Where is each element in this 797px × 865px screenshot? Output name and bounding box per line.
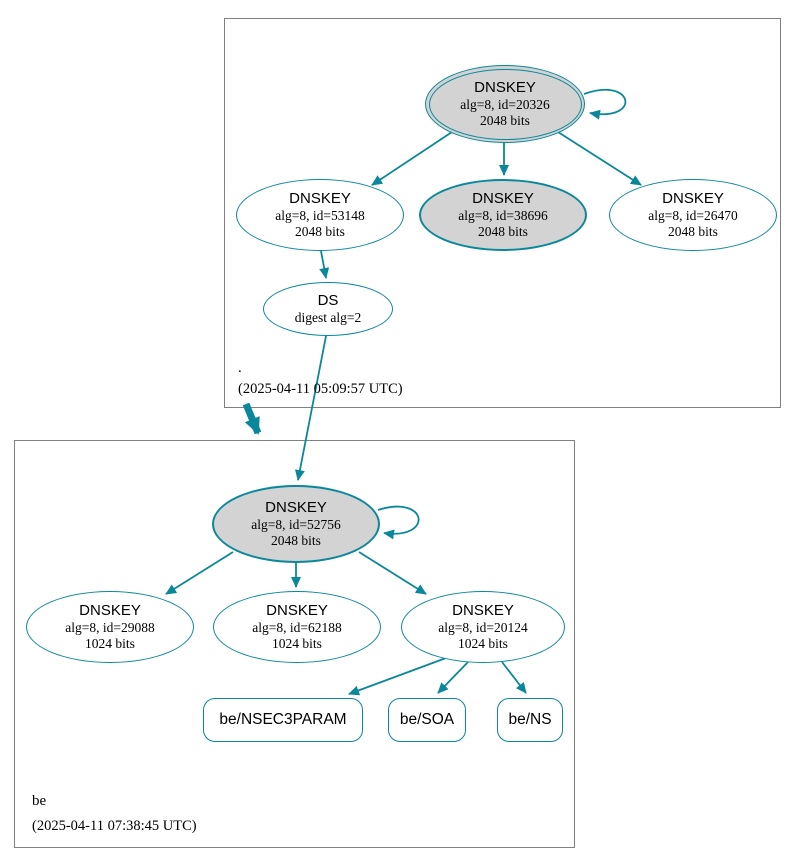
node-title: DNSKEY (662, 190, 724, 207)
node-title: DNSKEY (474, 79, 536, 96)
node-detail: alg=8, id=53148 (275, 208, 365, 223)
node-dnskey-52756: DNSKEY alg=8, id=52756 2048 bits (212, 485, 380, 563)
zone-name-root: . (238, 360, 242, 376)
zone-timestamp-be: (2025-04-11 07:38:45 UTC) (32, 818, 197, 834)
node-bits: 1024 bits (458, 636, 508, 651)
node-detail: alg=8, id=29088 (65, 620, 155, 635)
node-detail: alg=8, id=20326 (460, 97, 550, 112)
node-dnskey-53148: DNSKEY alg=8, id=53148 2048 bits (236, 179, 404, 251)
node-title: DNSKEY (266, 602, 328, 619)
node-detail: digest alg=2 (294, 310, 362, 325)
node-detail: alg=8, id=52756 (251, 517, 341, 532)
node-title: DNSKEY (472, 190, 534, 207)
zone-box-root (224, 18, 781, 408)
edge-delegation-root-to-be (242, 402, 262, 435)
node-title: DNSKEY (452, 602, 514, 619)
node-title: DNSKEY (265, 499, 327, 516)
node-bits: 2048 bits (668, 224, 718, 239)
node-bits: 1024 bits (85, 636, 135, 651)
node-ds: DS digest alg=2 (263, 282, 393, 336)
node-dnskey-20326: DNSKEY alg=8, id=20326 2048 bits (425, 65, 585, 143)
node-bits: 2048 bits (271, 533, 321, 548)
zone-name-be: be (32, 793, 47, 809)
rrset-label: be/SOA (399, 711, 455, 728)
node-bits: 2048 bits (480, 113, 530, 128)
node-detail: alg=8, id=38696 (458, 208, 548, 223)
node-dnskey-62188: DNSKEY alg=8, id=62188 1024 bits (213, 591, 381, 663)
node-detail: alg=8, id=20124 (438, 620, 528, 635)
node-bits: 2048 bits (478, 224, 528, 239)
node-title: DS (317, 292, 339, 309)
rrset-soa: be/SOA (388, 698, 466, 742)
rrset-nsec3param: be/NSEC3PARAM (203, 698, 363, 742)
node-dnskey-26470: DNSKEY alg=8, id=26470 2048 bits (609, 179, 777, 251)
node-bits: 1024 bits (272, 636, 322, 651)
node-dnskey-38696: DNSKEY alg=8, id=38696 2048 bits (419, 179, 587, 251)
node-title: DNSKEY (289, 190, 351, 207)
node-bits: 2048 bits (295, 224, 345, 239)
node-dnskey-20124: DNSKEY alg=8, id=20124 1024 bits (401, 591, 565, 663)
rrset-label: be/NS (508, 711, 552, 728)
zone-box-be (14, 440, 575, 848)
node-detail: alg=8, id=26470 (648, 208, 738, 223)
node-detail: alg=8, id=62188 (252, 620, 342, 635)
rrset-ns: be/NS (497, 698, 563, 742)
zone-timestamp-root: (2025-04-11 05:09:57 UTC) (238, 381, 403, 397)
node-dnskey-29088: DNSKEY alg=8, id=29088 1024 bits (26, 591, 194, 663)
rrset-label: be/NSEC3PARAM (219, 711, 347, 728)
node-title: DNSKEY (79, 602, 141, 619)
